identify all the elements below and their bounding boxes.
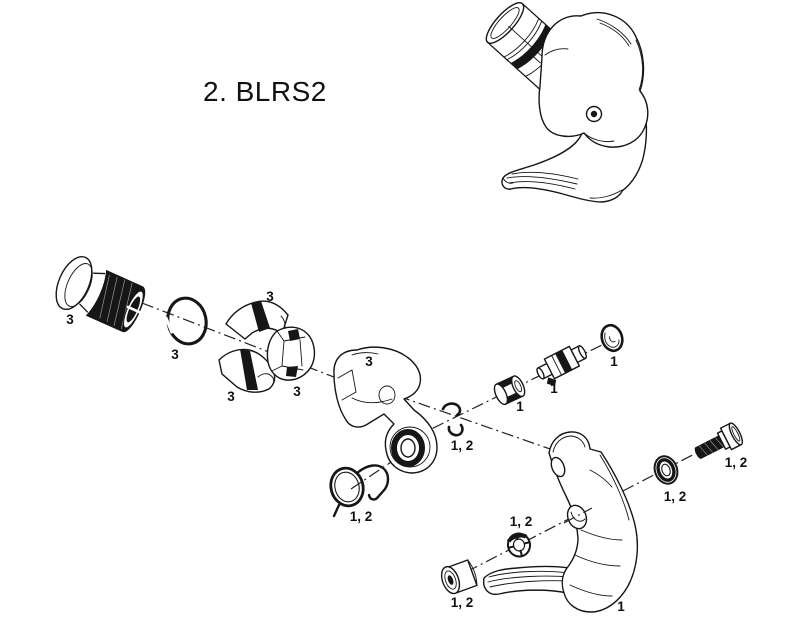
callout-lever-blade: 1 [617,599,625,614]
retaining-clips [441,402,464,437]
wave-washer [600,323,624,353]
callout-o-ring: 3 [171,347,179,362]
callout-wave-washer: 1 [610,354,618,369]
lever-body [333,346,438,474]
pivot-bolt [694,422,744,459]
clamp-bolt [55,256,146,333]
clamp-shell-lower [218,348,276,393]
callout-lever-body: 3 [365,354,373,369]
return-spring [329,464,390,518]
pivot-nut [506,532,532,558]
o-ring [164,296,208,346]
axis-clamp [141,302,353,385]
callout-clamp-shell-lower: 3 [227,389,235,404]
callout-cable-anchor: 1 [550,381,558,396]
lever-blade [482,431,639,613]
callout-pivot-nut: 1, 2 [510,514,533,529]
callout-clamp-bolt: 3 [66,312,74,327]
clamp-shell-upper [225,300,289,340]
callout-barrel-nut: 1, 2 [451,595,474,610]
assembled-lever [485,2,649,203]
callout-blade-washer: 1, 2 [664,489,687,504]
pivot-bushing [493,375,526,406]
callout-expander-wedge: 3 [293,384,301,399]
page-title: 2. BLRS2 [203,76,327,107]
expander-wedge [266,326,316,381]
barrel-nut [440,559,478,595]
assembled-hood [538,12,649,148]
blade-washer [653,455,679,485]
callout-pivot-bushing: 1 [516,399,524,414]
cable-anchor [536,345,587,387]
axis-blade-link [397,395,554,451]
callout-retaining-clips: 1, 2 [451,438,474,453]
callout-clamp-shell-upper: 3 [266,289,274,304]
callout-return-spring: 1, 2 [350,509,373,524]
callout-pivot-bolt: 1, 2 [725,455,748,470]
